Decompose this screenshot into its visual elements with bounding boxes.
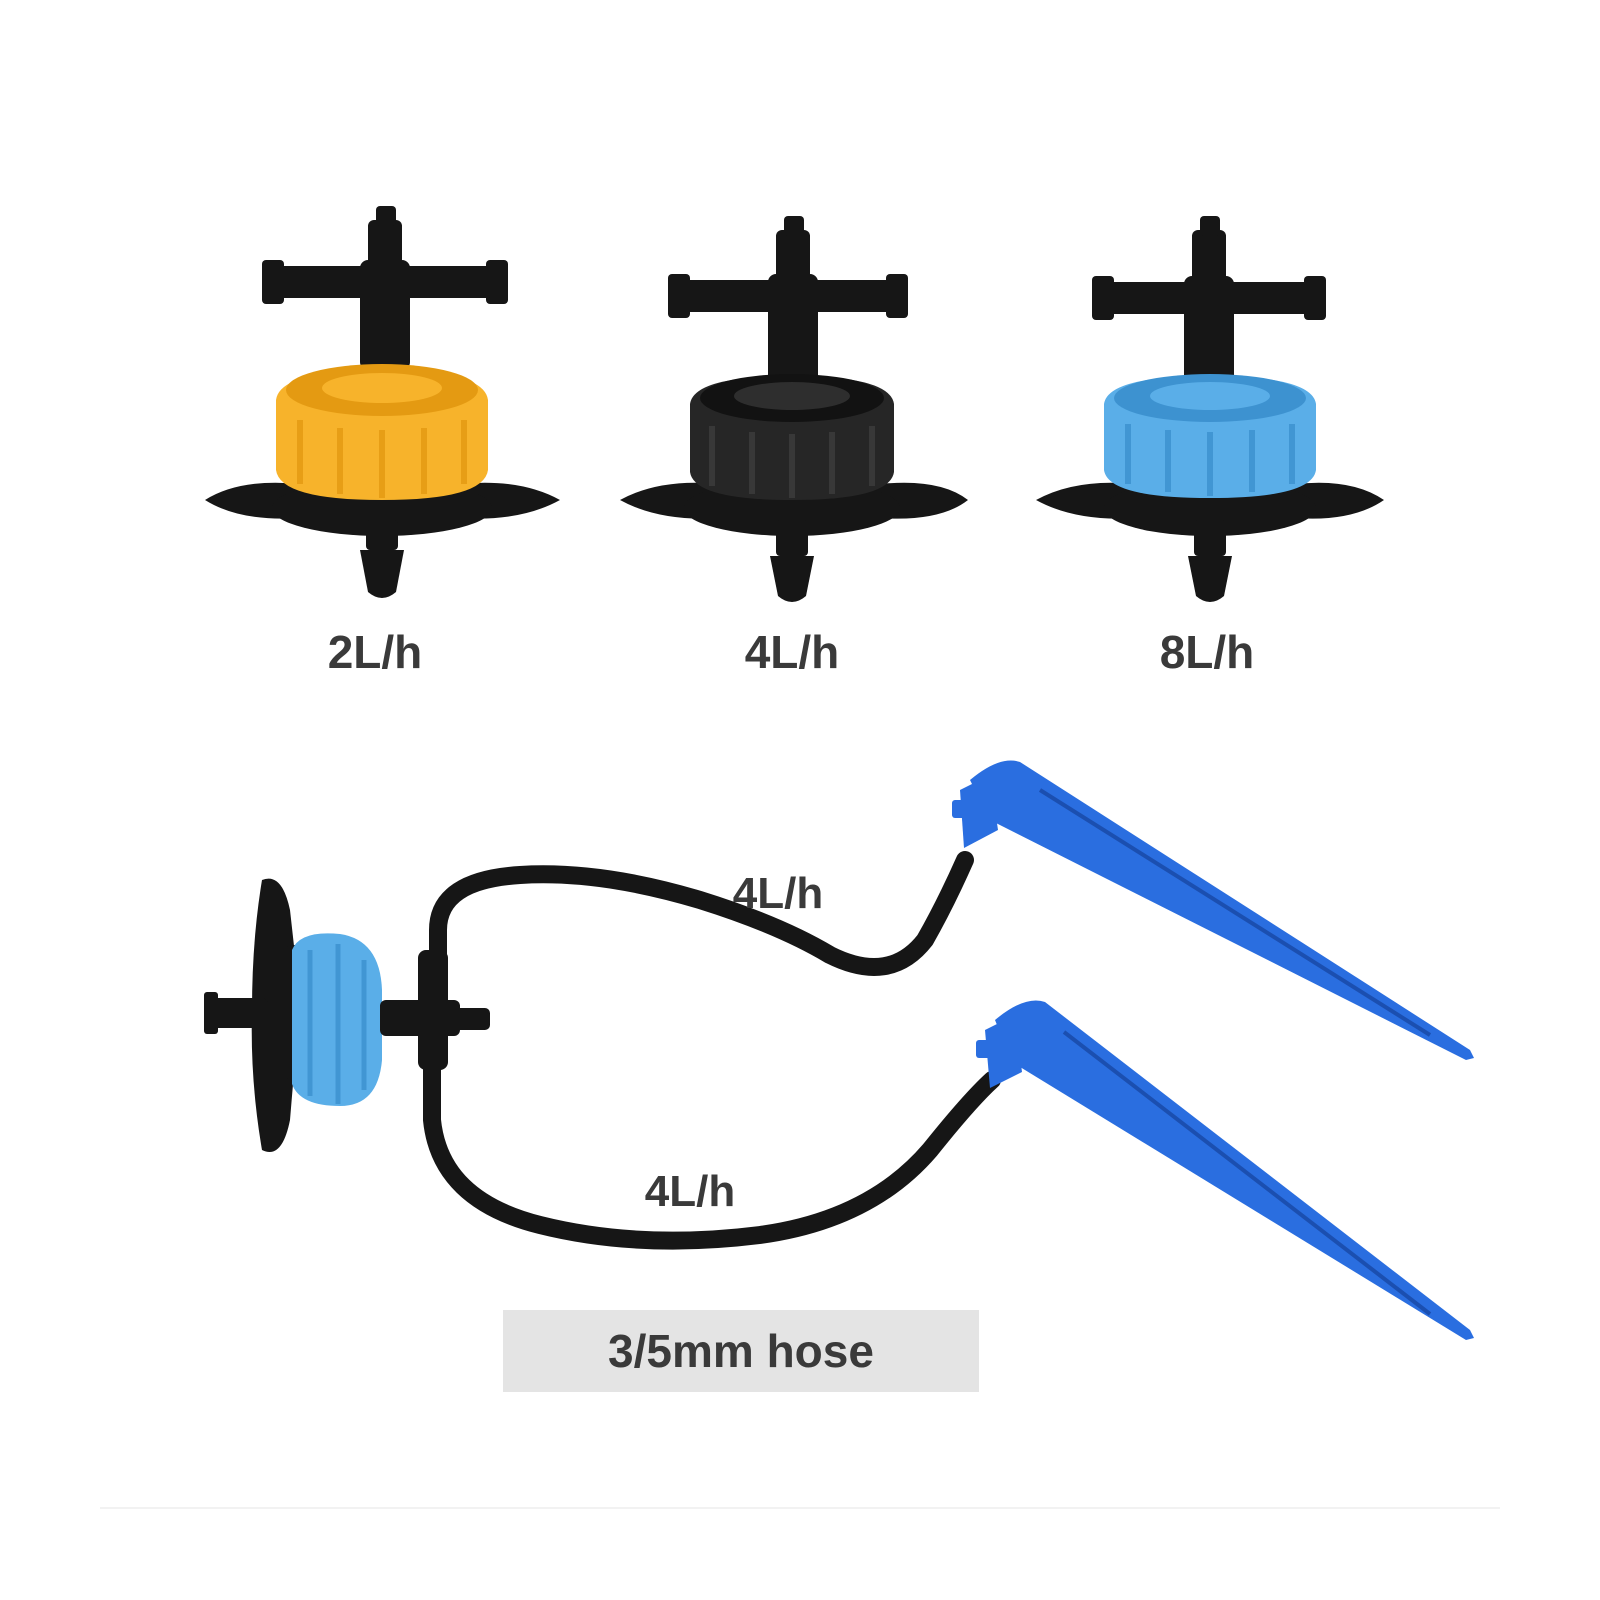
dripper-2lh-cross-connector [262, 206, 508, 370]
assembly-tee-connector [380, 950, 490, 1070]
dripper-2lh: 2L/h [205, 206, 560, 678]
dripper-4lh-outlet-barb [770, 520, 814, 602]
stake-lower [976, 1000, 1474, 1340]
dripper-2lh-flow-label: 2L/h [328, 626, 423, 678]
dripper-8lh-cap [1104, 374, 1316, 498]
dripper-4lh-cross-connector [668, 216, 908, 384]
upper-branch-flow-label: 4L/h [733, 869, 823, 918]
hose-lower [423, 1051, 1001, 1250]
hose-caption: 3/5mm hose [503, 1310, 979, 1392]
dripper-8lh-cross-connector [1092, 216, 1326, 386]
dripper-4lh-flow-label: 4L/h [745, 626, 840, 678]
dripper-8lh: 8L/h [1036, 216, 1384, 678]
lower-branch-flow-label: 4L/h [645, 1167, 735, 1216]
dripper-2lh-outlet-barb [360, 520, 404, 598]
assembly-dripper [204, 878, 490, 1152]
dripper-assembly: 4L/h 4L/h 3/5mm hose [204, 760, 1474, 1392]
assembly-dripper-inlet-barb [204, 992, 268, 1034]
dripper-8lh-flow-label: 8L/h [1160, 626, 1255, 678]
hose-caption-text: 3/5mm hose [608, 1325, 874, 1377]
dripper-4lh-cap [690, 374, 894, 500]
stake-upper [952, 760, 1474, 1060]
dripper-2lh-cap [276, 364, 488, 500]
assembly-dripper-cap [292, 933, 382, 1106]
hose-upper [429, 851, 974, 976]
dripper-4lh: 4L/h [620, 216, 968, 678]
dripper-8lh-outlet-barb [1188, 520, 1232, 602]
